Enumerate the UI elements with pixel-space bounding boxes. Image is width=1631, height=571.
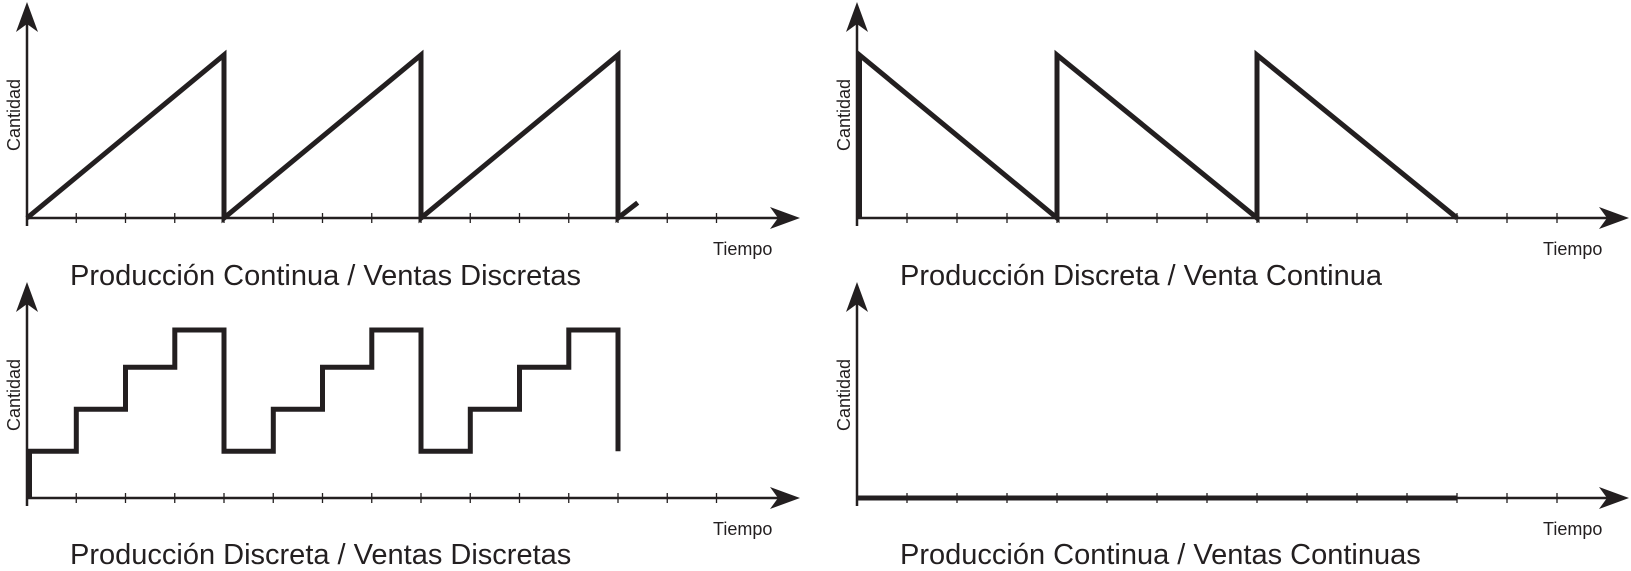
x-axis-arrow-icon [1599,487,1629,509]
y-axis-arrow-icon [846,2,868,32]
y-axis-label: Cantidad [4,79,24,151]
x-axis-arrow-icon [770,487,800,509]
chart-title: Producción Continua / Ventas Discretas [70,260,581,292]
x-axis-label: Tiempo [713,519,772,539]
y-axis-label: Cantidad [4,359,24,431]
y-axis-arrow-icon [846,282,868,312]
y-axis-label: Cantidad [834,79,854,151]
series-line [27,327,621,498]
chart-title: Producción Discreta / Venta Continua [900,260,1383,292]
y-axis-arrow-icon [16,282,38,312]
x-axis-label: Tiempo [1543,239,1602,259]
x-axis-arrow-icon [770,207,800,229]
x-axis-arrow-icon [1599,207,1629,229]
series-line [857,49,1459,224]
series-line [25,49,640,224]
y-axis-arrow-icon [16,2,38,32]
chart-title: Producción Discreta / Ventas Discretas [70,539,571,566]
x-axis-label: Tiempo [1543,519,1602,539]
y-axis-label: Cantidad [834,359,854,431]
chart-title: Producción Continua / Ventas Continuas [900,539,1421,566]
x-axis-label: Tiempo [713,239,772,259]
